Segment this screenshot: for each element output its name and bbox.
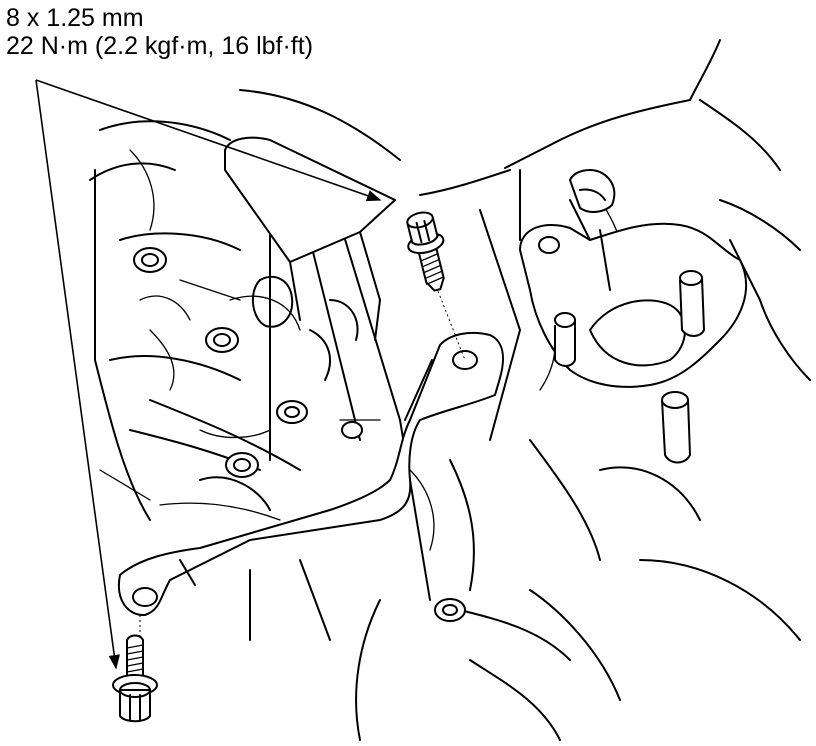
upper-bracket-flap: [224, 136, 396, 321]
lower-bolt-head: [119, 689, 151, 723]
torque-spec-label: 22 N·m (2.2 kgf·m, 16 lbf·ft): [6, 32, 314, 60]
flange-stud-lower: [661, 399, 691, 464]
lower-leader-arrow: [35, 79, 120, 670]
thread-spec-label: 8 x 1.25 mm: [6, 4, 144, 32]
torque-callout: 8 x 1.25 mm 22 N·m (2.2 kgf·m, 16 lbf·ft…: [6, 4, 313, 60]
mount-bracket: [117, 299, 504, 617]
bracket-upper-hole: [452, 350, 478, 370]
engine-bosses: [133, 247, 466, 622]
flange-stud-right: [679, 277, 705, 337]
upper-leader-arrow: [35, 79, 382, 202]
engine-block: [89, 39, 811, 741]
lower-bolt: [112, 634, 158, 723]
side-mount-flange: [519, 169, 748, 464]
bracket-lower-hole: [132, 587, 158, 607]
flange-stud-left: [554, 320, 576, 367]
upper-bolt: [406, 211, 445, 292]
